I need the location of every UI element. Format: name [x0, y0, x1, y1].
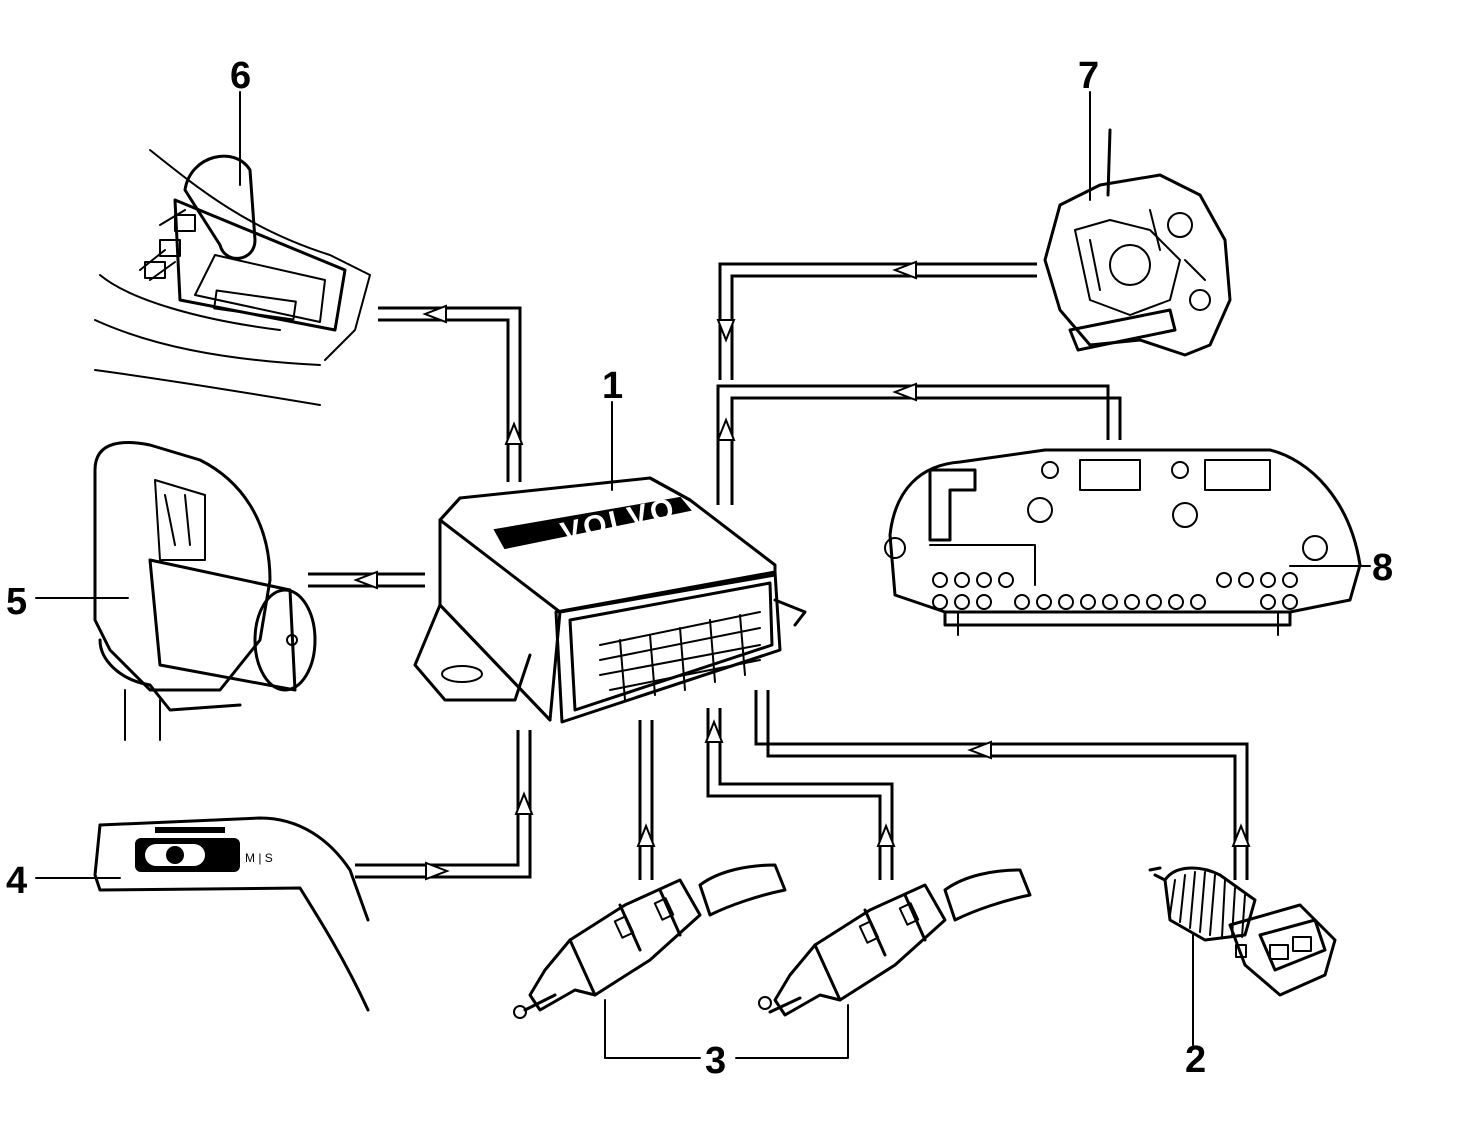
callout-3: 3 [705, 1040, 726, 1082]
shift-lock-solenoid-icon [93, 441, 317, 741]
callout-5: 5 [6, 581, 27, 623]
instrument-cluster-icon [884, 448, 1362, 636]
callout-7: 7 [1078, 55, 1099, 97]
callout-1: 1 [602, 365, 623, 407]
cluster-connectors [932, 572, 1298, 610]
gear-selector-icon [94, 149, 371, 406]
control-module-icon: VOLVO [413, 476, 807, 724]
callout-4: 4 [6, 860, 27, 902]
pedal-switch-icon-left [513, 863, 787, 1019]
callout-2: 2 [1185, 1039, 1206, 1081]
pedal-switch-icon-right [758, 868, 1032, 1017]
svg-text:M | S: M | S [245, 851, 273, 865]
brand-label: VOLVO [558, 492, 680, 551]
gearbox-icon [1043, 128, 1232, 357]
callout-6: 6 [230, 55, 251, 97]
callout-8: 8 [1372, 547, 1393, 589]
leader-lines [35, 91, 1371, 1059]
connection-arrows [308, 260, 1251, 881]
brake-light-switch-icon [1148, 866, 1337, 997]
selector-switch-icon: M | S [93, 816, 370, 1012]
